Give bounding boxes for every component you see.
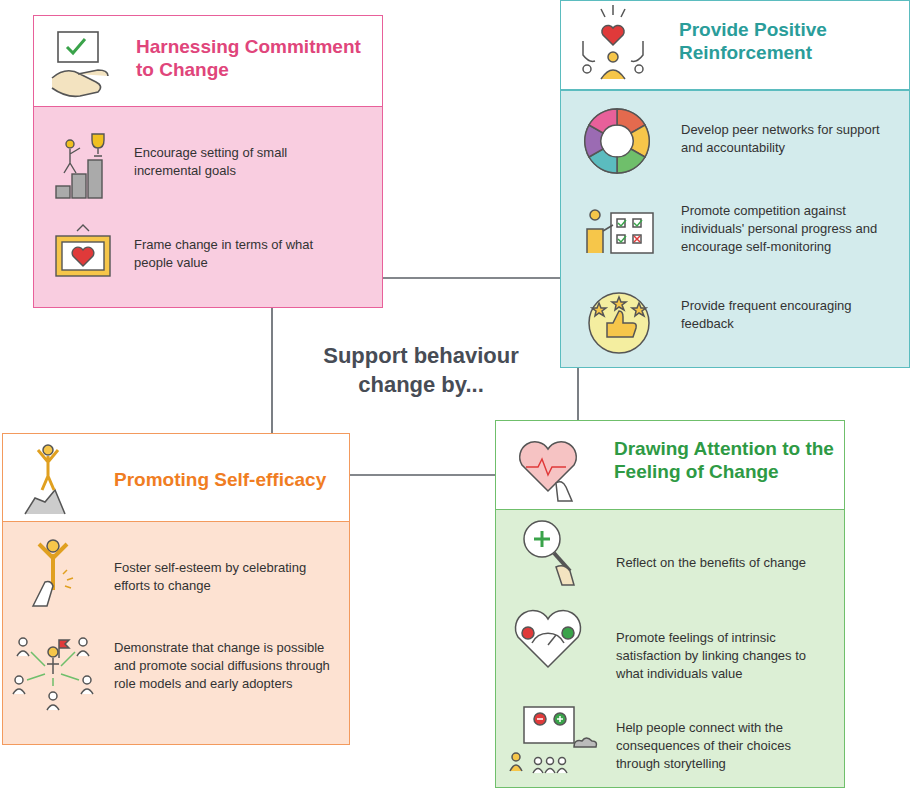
quadrant-box: Drawing Attention to the Feeling of Chan… xyxy=(495,420,845,788)
strategy-item: Reflect on the benefits of change xyxy=(616,554,826,572)
connector-line xyxy=(271,308,273,433)
strategy-item: Promote feelings of intrinsic satisfacti… xyxy=(616,629,831,683)
strategy-item: Encourage setting of small incremental g… xyxy=(134,144,349,180)
diagram-title: Support behaviour change by... xyxy=(296,342,546,399)
strategy-item: Help people connect with the consequence… xyxy=(616,719,826,773)
strategy-item: Frame change in terms of what people val… xyxy=(134,236,349,272)
quadrant-heading: Provide Positive Reinforcement xyxy=(679,19,899,65)
quadrant-box: Promoting Self-efficacyFoster self-estee… xyxy=(2,433,350,745)
connector-line xyxy=(350,474,495,476)
strategy-item: Provide frequent encouraging feedback xyxy=(681,297,896,333)
quadrant-heading: Harnessing Commitment to Change xyxy=(136,36,371,82)
strategy-item: Foster self-esteem by celebrating effort… xyxy=(114,559,329,595)
quadrant-heading: Promoting Self-efficacy xyxy=(114,469,344,492)
strategy-item: Promote competition against individuals'… xyxy=(681,202,899,256)
quadrant-box: Provide Positive ReinforcementDevelop pe… xyxy=(560,0,910,368)
strategy-item: Develop peer networks for support and ac… xyxy=(681,121,896,157)
quadrant-box: Harnessing Commitment to ChangeEncourage… xyxy=(33,15,383,308)
strategy-item: Demonstrate that change is possible and … xyxy=(114,639,342,693)
connector-line xyxy=(577,368,579,420)
quadrant-heading: Drawing Attention to the Feeling of Chan… xyxy=(614,438,839,484)
connector-line xyxy=(383,277,560,279)
